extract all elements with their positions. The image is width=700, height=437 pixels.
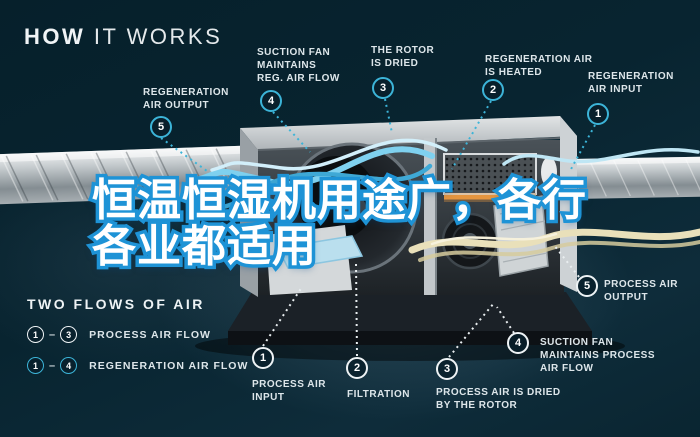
badge-process-5: 5 [576,275,598,297]
badge-process-4: 4 [507,332,529,354]
legend-row-process: 1 – 3 PROCESS AIR FLOW [27,326,248,343]
legend-process-from: 1 [27,326,44,343]
legend-regeneration-from: 1 [27,357,44,374]
legend-dash: – [49,328,56,341]
callout-suction-fan-reg: SUCTION FAN MAINTAINS REG. AIR FLOW [257,47,340,85]
callout-rotor-is-dried: THE ROTOR IS DRIED [371,45,435,70]
badge-process-2: 2 [346,357,368,379]
headline-outline: 恒温恒湿机用途广，各行 各业都适用 [89,174,590,273]
legend-process-to: 3 [60,326,78,343]
callout-suction-fan-process: SUCTION FAN MAINTAINS PROCESS AIR FLOW [540,337,655,375]
callout-regeneration-air-heated: REGENERATION AIR IS HEATED [485,54,593,79]
legend-row-regeneration: 1 – 4 REGENERATION AIR FLOW [27,357,248,374]
leader-lines-regeneration [160,98,596,172]
page-title: HOW IT WORKS [24,24,222,50]
badge-regeneration-2: 2 [482,79,504,101]
callout-regeneration-air-output: REGENERATION AIR OUTPUT [143,87,229,112]
legend-regeneration-to: 4 [60,357,78,374]
badge-process-3: 3 [436,358,458,380]
headline-text: 恒温恒湿机用途广，各行 各业都适用 [92,176,587,271]
right-duct [557,156,700,200]
headline: 恒温恒湿机用途广，各行 各业都适用 恒温恒湿机用途广，各行 各业都适用 [89,174,590,273]
badge-regeneration-4: 4 [260,90,282,112]
title-light: IT WORKS [93,24,223,49]
filter-section [266,225,364,295]
left-duct [0,145,251,205]
legend-dash: – [49,359,56,372]
air-stream-blue [197,138,700,210]
title-bold: HOW [24,24,86,49]
badge-regeneration-5: 5 [150,116,172,138]
legend: TWO FLOWS OF AIR 1 – 3 PROCESS AIR FLOW … [27,296,248,388]
callout-process-air-output: PROCESS AIR OUTPUT [604,279,679,304]
heater [443,153,557,202]
leader-lines-process [262,244,580,358]
legend-regeneration-label: REGENERATION AIR FLOW [89,359,249,372]
callout-process-air-dried: PROCESS AIR IS DRIED BY THE ROTOR [436,387,561,412]
legend-process-label: PROCESS AIR FLOW [89,328,211,341]
air-stream-tan [408,228,700,262]
badge-regeneration-3: 3 [372,77,394,99]
callout-filtration: FILTRATION [347,389,410,400]
legend-title: TWO FLOWS OF AIR [27,296,205,312]
callout-regeneration-air-input: REGENERATION AIR INPUT [588,71,674,96]
badge-regeneration-1: 1 [587,103,609,125]
callout-process-air-input: PROCESS AIR INPUT [252,379,327,404]
machine-base [228,292,592,345]
badge-process-1: 1 [252,347,274,369]
